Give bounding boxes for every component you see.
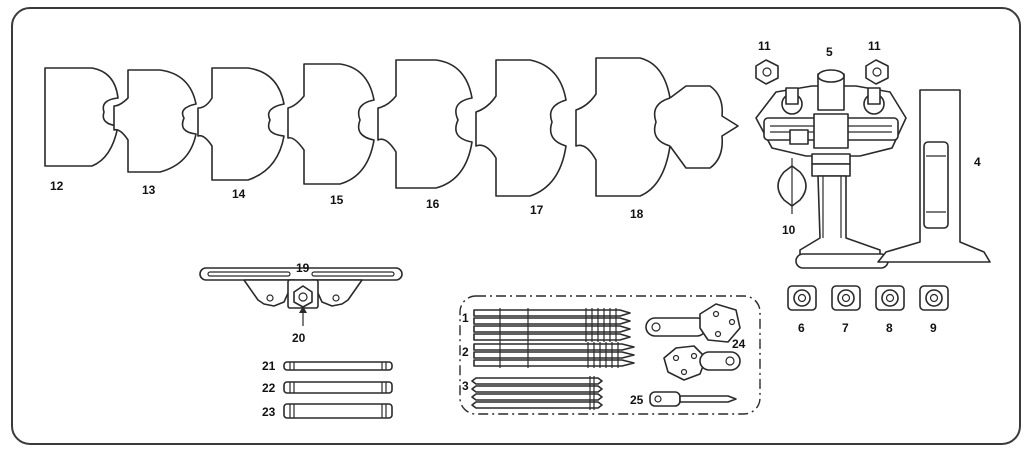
template-12 <box>44 67 119 167</box>
rod-21 <box>283 361 393 371</box>
hex-nut-11b <box>865 59 889 85</box>
drill-bits-1 <box>473 308 631 342</box>
label-24: 24 <box>732 337 746 351</box>
label-15: 15 <box>330 193 344 207</box>
pins-3 <box>471 376 603 410</box>
brackets-24 <box>645 303 741 381</box>
label-17: 17 <box>530 203 544 217</box>
bushing-6 <box>787 285 817 311</box>
hex-nut-11a <box>755 59 779 85</box>
template-17 <box>475 59 567 197</box>
drill-bits-2 <box>473 342 635 368</box>
label-22: 22 <box>262 381 276 395</box>
hex-nut-20 <box>293 285 313 326</box>
label-9: 9 <box>930 321 937 335</box>
label-8: 8 <box>886 321 893 335</box>
label-20: 20 <box>292 331 306 345</box>
label-16: 16 <box>426 197 440 211</box>
label-11a: 11 <box>758 39 771 53</box>
label-18: 18 <box>630 207 644 221</box>
label-3: 3 <box>462 379 469 393</box>
label-11b: 11 <box>868 39 881 53</box>
template-14 <box>197 67 285 181</box>
template-15 <box>287 63 375 185</box>
bushing-8 <box>875 285 905 311</box>
label-10: 10 <box>782 223 796 237</box>
template-18 <box>575 57 739 197</box>
bushing-9 <box>919 285 949 311</box>
label-6: 6 <box>798 321 805 335</box>
label-5: 5 <box>826 45 833 59</box>
accessory-box <box>459 295 761 415</box>
label-1: 1 <box>462 311 469 325</box>
label-14: 14 <box>232 187 246 201</box>
rod-22 <box>283 381 393 394</box>
label-4: 4 <box>974 155 981 169</box>
bushing-7 <box>831 285 861 311</box>
jig-base-assembly <box>755 69 907 269</box>
screwdriver-25 <box>649 391 737 407</box>
label-21: 21 <box>262 359 276 373</box>
label-25: 25 <box>630 393 644 407</box>
label-19: 19 <box>296 261 310 275</box>
label-23: 23 <box>262 405 276 419</box>
clip-10 <box>777 158 807 214</box>
rod-23 <box>283 403 393 419</box>
label-12: 12 <box>50 179 64 193</box>
label-7: 7 <box>842 321 849 335</box>
label-2: 2 <box>462 345 469 359</box>
template-16 <box>377 59 473 189</box>
template-13 <box>113 69 197 173</box>
bracket-4 <box>877 89 991 263</box>
label-13: 13 <box>142 183 156 197</box>
